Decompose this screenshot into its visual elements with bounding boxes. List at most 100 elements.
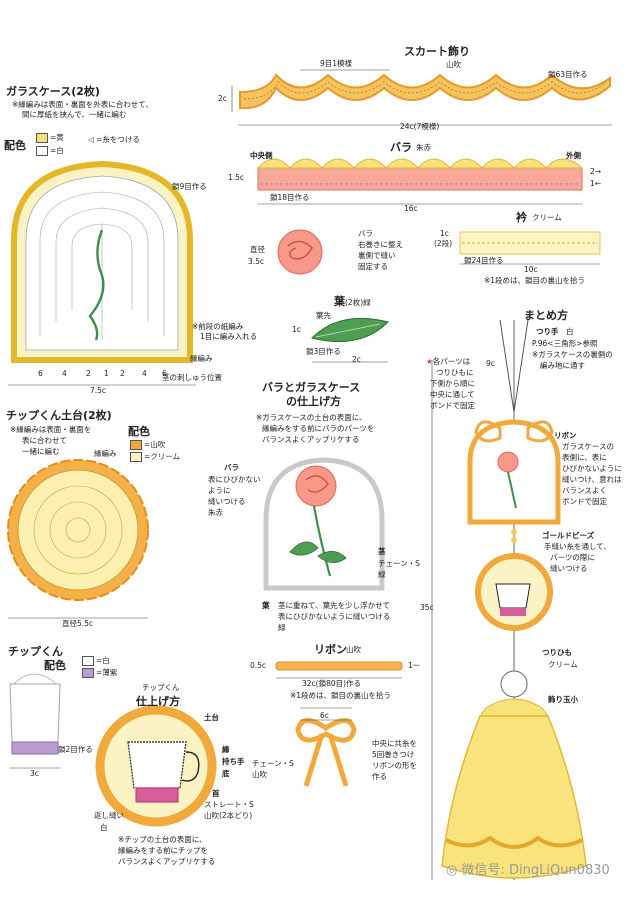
- strap-note2: 編み地に通す: [540, 361, 585, 370]
- chip-base-n2: 表に合わせて: [22, 436, 67, 445]
- rose-width: 16c: [404, 204, 418, 213]
- rose-case-leaf-c: 緑: [278, 623, 286, 632]
- glass-case-axis-4: 2: [120, 369, 125, 378]
- collar-note: ※1段めは、鎖目の裏山を拾う: [484, 276, 586, 285]
- rose-case-n3: バランスよくアップリケする: [262, 435, 360, 444]
- chip-finish-base: 土台: [204, 713, 219, 722]
- rose-row-2: 2→: [590, 167, 602, 176]
- beads-n1: 手縫い糸を通して、: [544, 542, 611, 551]
- glass-case-edging: 縁編み: [190, 354, 213, 363]
- chip-white-label: =白: [96, 656, 110, 665]
- rose-height: 1.5c: [228, 173, 245, 182]
- glass-case-title: ガラスケース(2枚): [6, 85, 100, 98]
- ribbon-color: 山吹: [346, 645, 361, 654]
- rose-case-rn2: ように: [208, 486, 231, 495]
- ribbon-part-n4: 縫いつけ、意れは: [562, 475, 622, 484]
- parts-note4: 中央に通して: [430, 390, 475, 399]
- bow-n4: 作る: [372, 772, 387, 781]
- chip-base-chart: [7, 459, 149, 619]
- ribbon-part-n1: ガラスケースの: [562, 442, 614, 451]
- rose-case-stem-c: 緑: [378, 570, 386, 579]
- ribbon-part-n2: 表側に、表に: [562, 453, 607, 462]
- glass-case-axis-1: 4: [62, 369, 67, 378]
- strap-length: 9c: [486, 359, 495, 368]
- chip-finish-neck: 首: [212, 789, 220, 798]
- chip-base-n1: ※縁編みは表面・裏面を: [10, 425, 92, 434]
- rose-center-side: 中央側: [250, 151, 273, 160]
- parts-note3: 下側から順に: [430, 379, 475, 388]
- leaf-height: 1c: [292, 325, 301, 334]
- chip-title: チップくん: [8, 645, 63, 658]
- assembly-title: まとめ方: [524, 309, 568, 322]
- bow-width: 6c: [320, 711, 329, 720]
- rose-chain-note: 鎖18目作る: [270, 193, 310, 202]
- strap-label: つり手: [536, 327, 559, 336]
- star-icon: ★: [426, 357, 433, 366]
- cord-label: つりひも: [542, 648, 572, 657]
- skirt-color: 山吹: [446, 60, 461, 69]
- rose-case-rn1: 表にひびかない: [208, 475, 261, 484]
- assembly-ornament: [431, 319, 587, 880]
- rose-color: 朱赤: [416, 143, 431, 152]
- glass-case-note2: 間に厚紙を挟んで、一緒に編む: [22, 110, 127, 119]
- chip-base-haishoku: 配色: [128, 425, 150, 438]
- chip-finish-n2: 縁編みをする前にチップを: [118, 846, 208, 855]
- white-swatch: [36, 146, 48, 156]
- leaf-count: (2枚): [345, 298, 364, 307]
- chip-finish-bottom: 底: [222, 769, 230, 778]
- glass-case-note1: ※縁編みは表面・裏面を外表に合わせて、: [12, 100, 153, 109]
- chip-base-color-a: =山吹: [130, 440, 165, 450]
- wechat-icon: ◎: [446, 863, 458, 878]
- rose-strip-chart: [256, 158, 584, 205]
- chip-finish-title: 仕上げ方: [136, 695, 180, 708]
- chip-finish-chain-s2: 山吹: [252, 770, 267, 779]
- glass-case-axis-6: 6: [162, 369, 167, 378]
- parts-note1: ★各パーツは: [426, 357, 471, 367]
- cream-label: =クリーム: [144, 452, 181, 461]
- skirt-repeat: 9目1模様: [320, 59, 353, 68]
- ribbon-chart: [275, 661, 403, 787]
- chip-base-dia: 直径5.5c: [62, 619, 94, 628]
- chip-base-title: チップくん土台(2枚): [6, 409, 112, 422]
- rose-flower: [277, 229, 323, 275]
- rose-case-finished: [263, 457, 385, 591]
- skirt-width: 24c(7模様): [400, 122, 440, 131]
- skirt-trim-chart: [231, 69, 612, 126]
- parts-note5: ボンドで固定: [430, 401, 475, 410]
- strap-color: 白: [566, 327, 574, 336]
- bow-n3: リボンの形を: [372, 761, 417, 770]
- leaf-title-text: 葉: [334, 295, 345, 308]
- chip-finish-return1: 返し縫い: [94, 811, 124, 820]
- rose-dia-label: 直径: [250, 245, 265, 254]
- rose-dia-value: 3.5c: [248, 257, 265, 266]
- leaf-tip: 葉先: [316, 311, 331, 320]
- mustard-label: =山吹: [144, 440, 166, 449]
- chip-color-a: =白: [82, 656, 110, 666]
- chip-finish-n3: バランスよくアップリケする: [118, 857, 216, 866]
- chip-white-swatch: [82, 656, 94, 666]
- glass-case-axis-2: 2: [86, 369, 91, 378]
- parts-note1-text: 各パーツは: [432, 357, 471, 366]
- glass-case-chain-note: 鎖9目作る: [172, 182, 207, 191]
- rose-case-leaf: 葉: [262, 601, 270, 610]
- rose-case-leaf-n2: 表にひびかないように縫いつける: [278, 612, 391, 621]
- rose-title: バラ: [390, 141, 412, 154]
- rose-case-title2: の仕上げ方: [286, 395, 341, 408]
- rose-case-title1: バラとガラスケース: [262, 381, 361, 394]
- beads-n3: 縫いつける: [550, 564, 588, 573]
- rose-outer-side: 外側: [566, 151, 581, 160]
- glass-case-haishoku: 配色: [4, 139, 26, 152]
- ribbon-row: 1ー: [408, 661, 421, 670]
- skirt-height: 2c: [218, 94, 227, 103]
- chip-finished: [95, 705, 217, 827]
- collar-chart: [459, 231, 601, 265]
- rose-case-n2: 縁編みをする前にバラのパーツを: [262, 424, 375, 433]
- rose-case-stem: 茎: [378, 547, 386, 556]
- glass-case-axis-5: 4: [142, 369, 147, 378]
- chip-finish-neck-n1: ストレート・S: [204, 800, 254, 809]
- watermark-text: 微信号: DingLiQun0830: [461, 863, 610, 878]
- glass-case-axis-0: 6: [38, 369, 43, 378]
- leaf-chain-note: 鎖3目作る: [306, 347, 341, 356]
